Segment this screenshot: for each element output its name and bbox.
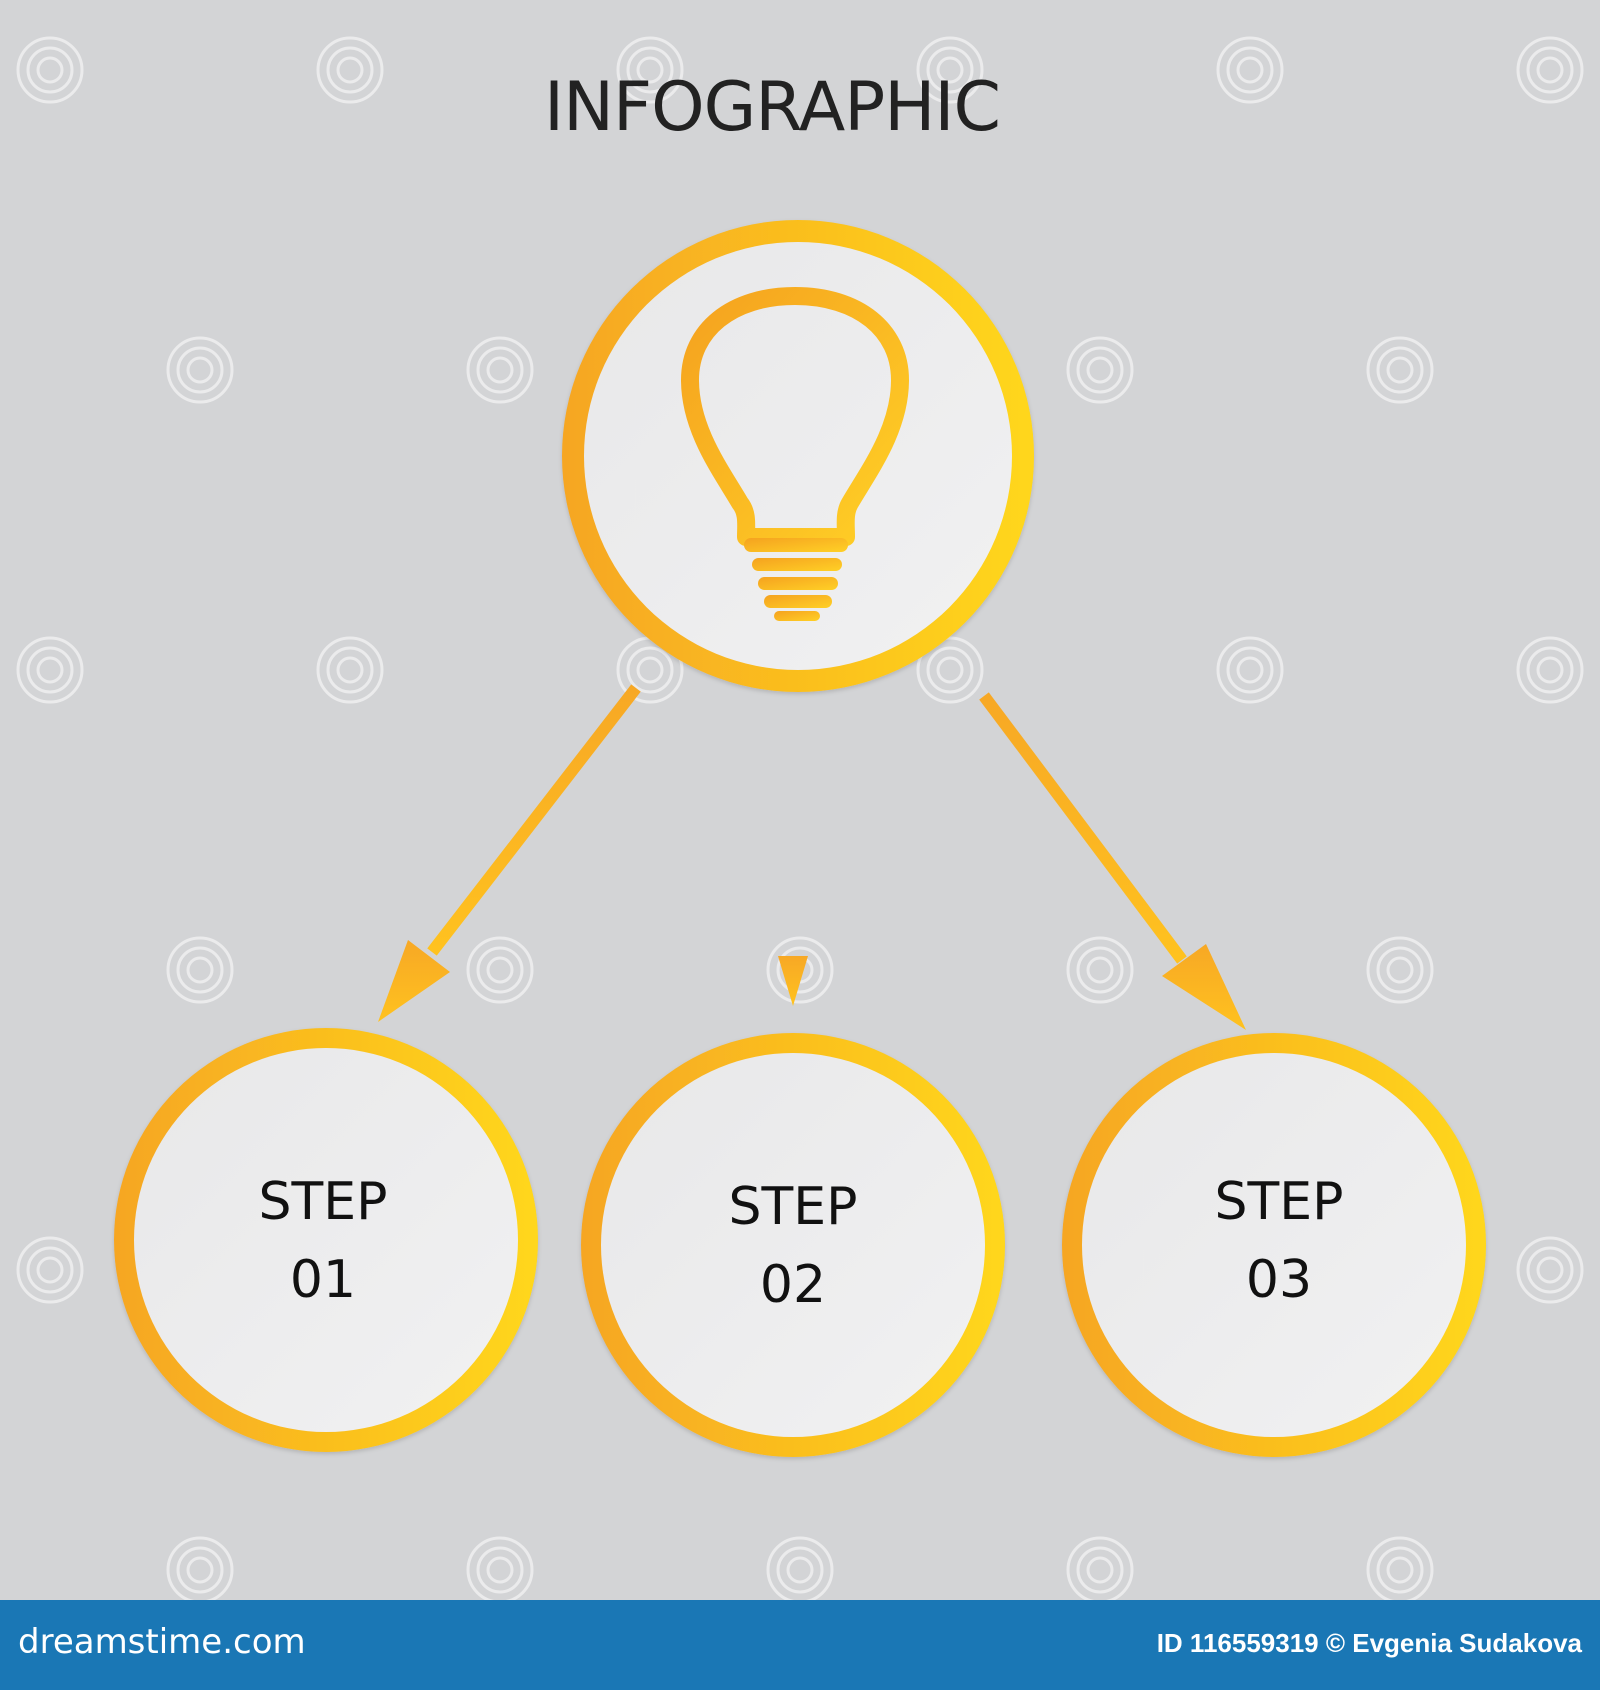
infographic-title: INFOGRAPHIC	[544, 68, 1001, 147]
arrow-right	[979, 692, 1246, 1030]
dreamstime-spiral-icon	[16, 1236, 84, 1304]
dreamstime-spiral-icon	[466, 936, 534, 1004]
step-word: STEP	[1214, 1172, 1344, 1232]
dreamstime-spiral-icon	[166, 936, 234, 1004]
dreamstime-spiral-icon	[766, 1536, 834, 1604]
dreamstime-spiral-icon	[1366, 336, 1434, 404]
arrow-left	[378, 684, 641, 1022]
footer-credit: ID 116559319 © Evgenia Sudakova	[1156, 1628, 1582, 1658]
center-circle	[562, 220, 1034, 692]
dreamstime-spiral-icon	[616, 36, 684, 104]
dreamstime-spiral-icon	[16, 36, 84, 104]
dreamstime-spiral-icon	[316, 636, 384, 704]
dreamstime-spiral-icon	[466, 336, 534, 404]
lightbulb-icon	[681, 287, 909, 621]
dreamstime-spiral-icon	[1066, 336, 1134, 404]
step-circle-2	[581, 1033, 1005, 1457]
dreamstime-spiral-icon	[1366, 936, 1434, 1004]
dreamstime-spiral-icon	[1516, 36, 1584, 104]
dreamstime-spiral-icon	[1216, 636, 1284, 704]
dreamstime-spiral-icon	[1216, 36, 1284, 104]
dreamstime-spiral-icon	[916, 36, 984, 104]
footer-brand[interactable]: dreamstime.com	[18, 1622, 306, 1662]
watermark-layer	[16, 36, 1584, 1604]
dreamstime-spiral-icon	[316, 36, 384, 104]
step-label-2: STEP 02	[663, 1168, 923, 1324]
dreamstime-spiral-icon	[166, 336, 234, 404]
step-number: 03	[1245, 1250, 1313, 1310]
dreamstime-spiral-icon	[1366, 1536, 1434, 1604]
footer-bar: dreamstime.com ID 116559319 © Evgenia Su…	[0, 1600, 1600, 1690]
dreamstime-spiral-icon	[166, 1536, 234, 1604]
step-word: STEP	[258, 1172, 388, 1232]
step-word: STEP	[728, 1177, 858, 1237]
dreamstime-spiral-icon	[16, 636, 84, 704]
step-number: 02	[759, 1255, 827, 1315]
dreamstime-spiral-icon	[466, 1536, 534, 1604]
step-circle-1	[114, 1028, 538, 1452]
step-label-1: STEP 01	[193, 1163, 453, 1319]
step-number: 01	[289, 1250, 357, 1310]
dreamstime-spiral-icon	[916, 636, 984, 704]
step-label-3: STEP 03	[1149, 1163, 1409, 1319]
step-circle-3	[1062, 1033, 1486, 1457]
dreamstime-spiral-icon	[1516, 636, 1584, 704]
arrow-center	[778, 732, 808, 1006]
dreamstime-spiral-icon	[1516, 1236, 1584, 1304]
dreamstime-spiral-icon	[1066, 936, 1134, 1004]
dreamstime-spiral-icon	[1066, 1536, 1134, 1604]
